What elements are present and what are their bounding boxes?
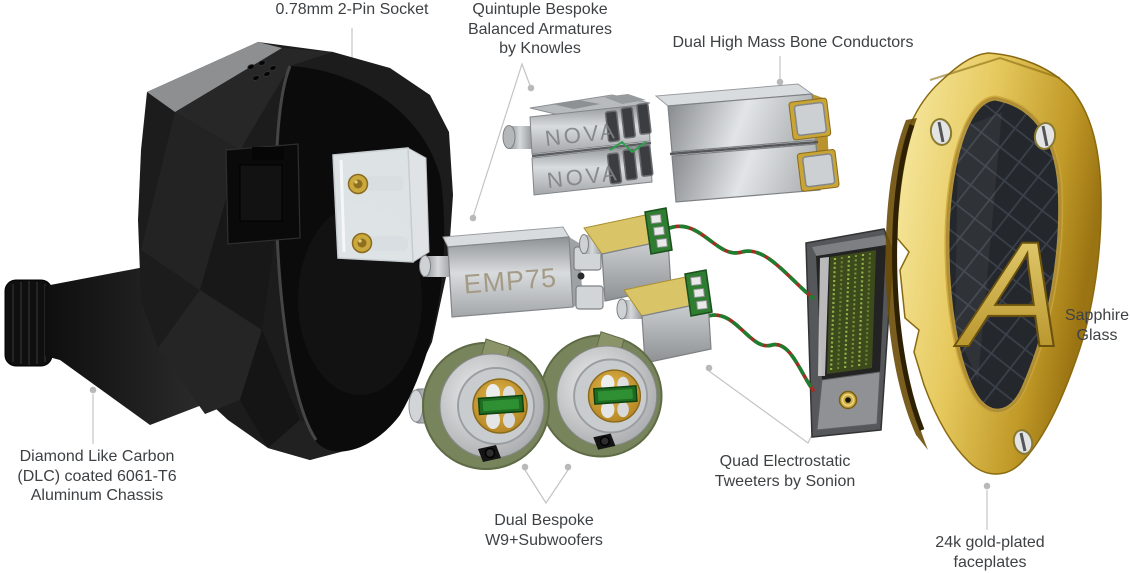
balanced-armature-stack: NOVA NOVA (502, 94, 654, 196)
bone-conductor-bottom (671, 143, 821, 203)
electrostatic-tweeter (616, 269, 713, 364)
shell-vent-holes (247, 60, 277, 81)
armature-box-top (529, 103, 651, 155)
midrange-driver-emp75: EMP75 (419, 226, 604, 318)
socket-mount-frame (225, 143, 301, 245)
faceplate-screw (929, 118, 953, 146)
gold-faceplate: A (885, 52, 1102, 475)
faceplate-screw (1033, 122, 1057, 150)
callout-sapphire-glass: Sapphire Glass (1064, 307, 1130, 344)
bone-conductors (654, 83, 840, 203)
callout-tweeters: Quad Electrostatic Tweeters by Sonion (714, 453, 856, 490)
tweeter-wires (665, 224, 815, 392)
gold-pin (347, 173, 369, 195)
callout-socket: 0.78mm 2-Pin Socket (275, 1, 429, 18)
callout-subwoofers: Dual Bespoke W9+Subwoofers (485, 512, 603, 549)
gold-pin (351, 232, 373, 254)
armature-vents (604, 102, 654, 185)
driver-clamp (575, 285, 604, 310)
callout-chassis: Diamond Like Carbon (DLC) coated 6061-T6… (17, 448, 177, 504)
callout-faceplates: 24k gold-plated faceplates (935, 534, 1045, 571)
callout-armatures: Quintuple Bespoke Balanced Armatures by … (467, 1, 613, 57)
two-pin-socket (332, 147, 430, 263)
bone-magnets (788, 97, 840, 192)
callout-bone-conductors: Dual High Mass Bone Conductors (672, 34, 914, 51)
transformer-coils (827, 250, 876, 374)
shell-chassis (4, 42, 453, 460)
subwoofer-left (408, 338, 551, 471)
bone-conductor-top (667, 93, 817, 153)
electrostatic-tweeter (579, 207, 673, 302)
electrostatic-transformer (805, 228, 894, 438)
engraving-emp75: EMP75 (462, 262, 558, 299)
shell-top-facet (147, 42, 282, 112)
faceplate-screw (1012, 429, 1034, 455)
